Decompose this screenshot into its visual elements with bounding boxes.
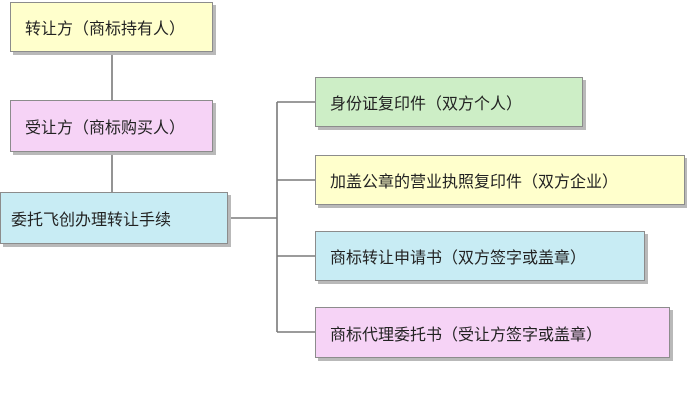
document-label: 商标代理委托书（受让方签字或盖章）	[330, 324, 603, 344]
document-business-license-box: 加盖公章的营业执照复印件（双方企业）	[315, 155, 685, 205]
transferor-label: 转让方（商标持有人）	[25, 19, 186, 38]
document-power-of-attorney-box: 商标代理委托书（受让方签字或盖章）	[315, 307, 670, 358]
document-id-copy-box: 身份证复印件（双方个人）	[315, 77, 583, 127]
transferor-box: 转让方（商标持有人）	[10, 2, 213, 52]
transferee-box: 受让方（商标购买人）	[10, 100, 213, 152]
entrust-label: 委托飞创办理转让手续	[11, 210, 172, 229]
document-transfer-application-box: 商标转让申请书（双方签字或盖章）	[315, 231, 645, 281]
document-label: 身份证复印件（双方个人）	[330, 94, 523, 113]
document-label: 商标转让申请书（双方签字或盖章）	[330, 248, 587, 267]
transferee-label: 受让方（商标购买人）	[25, 118, 186, 137]
entrust-box: 委托飞创办理转让手续	[0, 192, 228, 244]
document-label: 加盖公章的营业执照复印件（双方企业）	[330, 172, 619, 191]
